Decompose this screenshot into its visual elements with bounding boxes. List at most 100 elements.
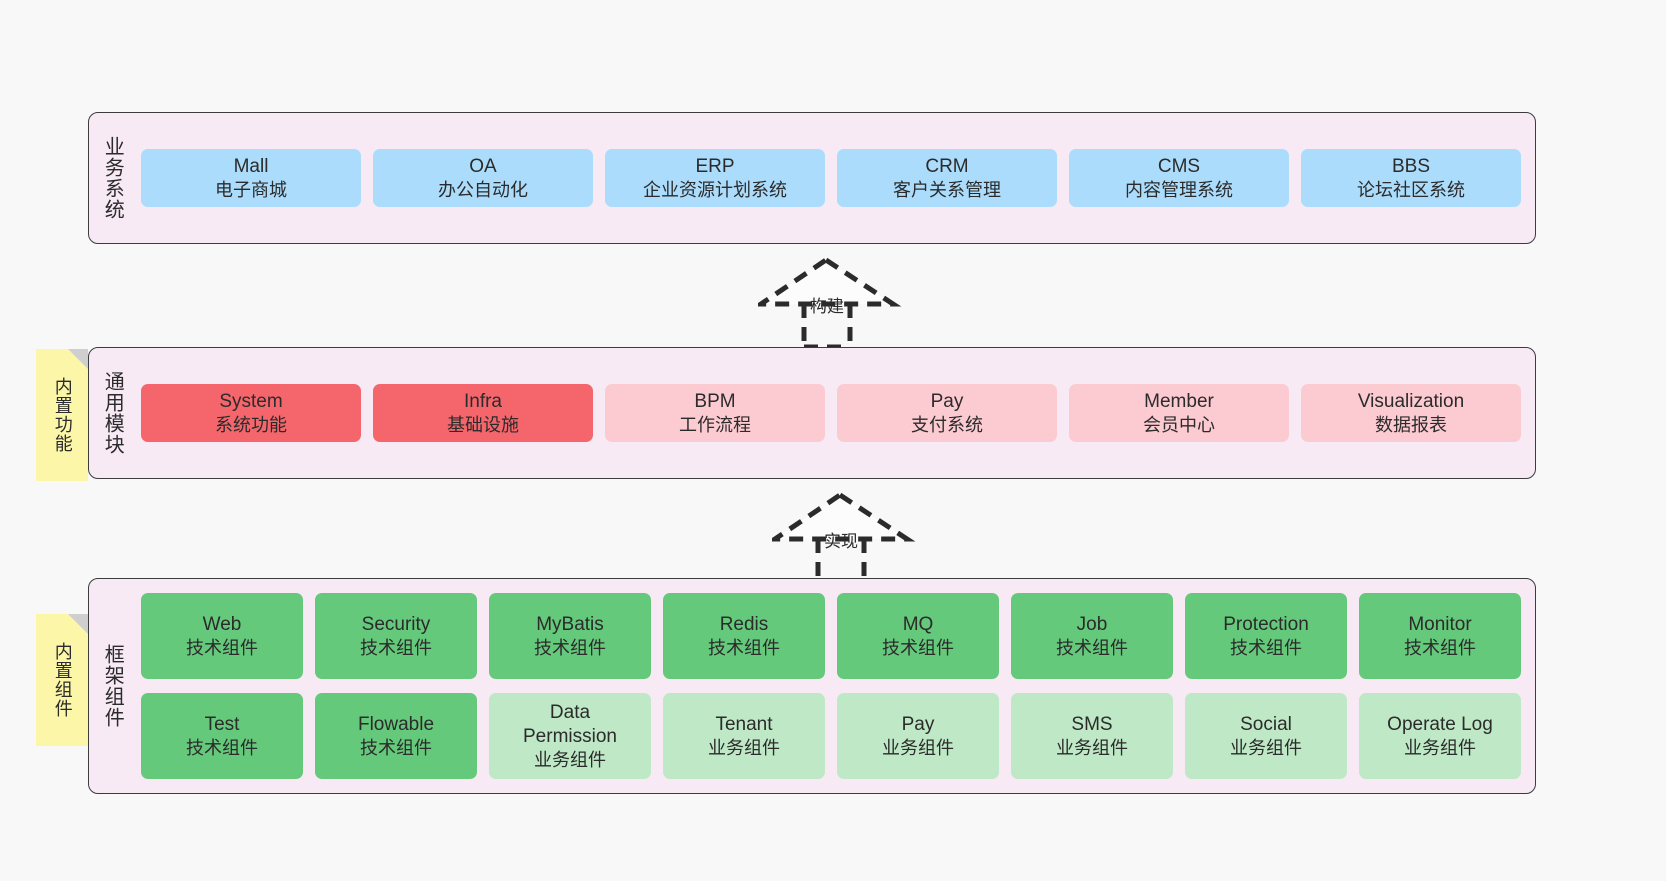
node-title: Infra <box>463 390 503 412</box>
node-title: MQ <box>902 613 934 635</box>
node-title: Mall <box>233 155 269 177</box>
node-subtitle: 电子商城 <box>215 179 287 200</box>
node-infra[interactable]: Infra 基础设施 <box>373 383 593 443</box>
layer-framework-component: 框架组件 Web 技术组件 Security 技术组件 MyBatis 技术组件… <box>88 578 1536 794</box>
node-bbs[interactable]: BBS 论坛社区系统 <box>1301 148 1521 208</box>
node-subtitle: 技术组件 <box>360 737 432 758</box>
node-oa[interactable]: OA 办公自动化 <box>373 148 593 208</box>
sticky-note-label: 内置功能 <box>52 377 73 453</box>
node-title: Visualization <box>1357 390 1465 412</box>
node-title: Member <box>1144 390 1214 412</box>
node-subtitle: 技术组件 <box>1404 637 1476 658</box>
node-title: OA <box>469 155 497 177</box>
node-title: Redis <box>719 613 769 635</box>
node-subtitle: 技术组件 <box>186 737 258 758</box>
node-pay-module[interactable]: Pay 支付系统 <box>837 383 1057 443</box>
node-title: Social <box>1240 713 1292 735</box>
node-mall[interactable]: Mall 电子商城 <box>141 148 361 208</box>
node-title: Test <box>204 713 240 735</box>
sticky-note-builtin-function: 内置功能 <box>36 349 88 481</box>
node-crm[interactable]: CRM 客户关系管理 <box>837 148 1057 208</box>
folded-corner-icon <box>68 614 88 634</box>
node-subtitle: 基础设施 <box>447 414 519 435</box>
connector-build-label: 构建 <box>810 297 844 316</box>
node-title: MyBatis <box>536 613 604 635</box>
node-title: Job <box>1076 613 1108 635</box>
node-social[interactable]: Social 业务组件 <box>1185 693 1347 779</box>
node-operate-log[interactable]: Operate Log 业务组件 <box>1359 693 1521 779</box>
node-subtitle: 业务组件 <box>1230 737 1302 758</box>
node-title: Pay <box>901 713 935 735</box>
node-tenant[interactable]: Tenant 业务组件 <box>663 693 825 779</box>
node-subtitle: 客户关系管理 <box>893 179 1001 200</box>
layer-business-system-title: 业务系统 <box>101 136 124 220</box>
node-mybatis[interactable]: MyBatis 技术组件 <box>489 593 651 679</box>
node-title: Security <box>361 613 431 635</box>
node-subtitle: 支付系统 <box>911 414 983 435</box>
node-subtitle: 业务组件 <box>708 737 780 758</box>
node-protection[interactable]: Protection 技术组件 <box>1185 593 1347 679</box>
layer-business-system: 业务系统 Mall 电子商城 OA 办公自动化 ERP 企业资源计划系统 CRM <box>88 112 1536 244</box>
node-subtitle: 企业资源计划系统 <box>643 179 787 200</box>
node-subtitle: 办公自动化 <box>438 179 528 200</box>
connector-implement: 实现 <box>772 487 942 585</box>
node-subtitle: 内容管理系统 <box>1125 179 1233 200</box>
node-title: CRM <box>925 155 969 177</box>
node-flowable[interactable]: Flowable 技术组件 <box>315 693 477 779</box>
node-sms[interactable]: SMS 业务组件 <box>1011 693 1173 779</box>
node-mq[interactable]: MQ 技术组件 <box>837 593 999 679</box>
node-job[interactable]: Job 技术组件 <box>1011 593 1173 679</box>
generalization-arrow-icon <box>772 491 916 585</box>
node-cms[interactable]: CMS 内容管理系统 <box>1069 148 1289 208</box>
node-pay-component[interactable]: Pay 业务组件 <box>837 693 999 779</box>
node-row: Test 技术组件 Flowable 技术组件 Data Permission … <box>141 693 1521 779</box>
node-bpm[interactable]: BPM 工作流程 <box>605 383 825 443</box>
node-title: System <box>219 390 283 412</box>
layer-common-module-title: 通用模块 <box>101 371 124 455</box>
node-subtitle: 技术组件 <box>534 637 606 658</box>
node-title: Tenant <box>715 713 773 735</box>
node-system[interactable]: System 系统功能 <box>141 383 361 443</box>
node-subtitle: 技术组件 <box>360 637 432 658</box>
node-title: ERP <box>695 155 735 177</box>
node-row: Mall 电子商城 OA 办公自动化 ERP 企业资源计划系统 CRM 客户关系… <box>141 148 1521 208</box>
node-security[interactable]: Security 技术组件 <box>315 593 477 679</box>
node-subtitle: 技术组件 <box>708 637 780 658</box>
node-subtitle: 业务组件 <box>534 749 606 770</box>
node-title: Operate Log <box>1387 713 1493 735</box>
node-title: Web <box>202 613 242 635</box>
node-visualization[interactable]: Visualization 数据报表 <box>1301 383 1521 443</box>
layer-common-module: 通用模块 System 系统功能 Infra 基础设施 BPM 工作流程 Pay <box>88 347 1536 479</box>
node-data-permission[interactable]: Data Permission 业务组件 <box>489 693 651 779</box>
generalization-arrow-icon <box>758 256 902 350</box>
connector-build: 构建 <box>758 252 928 350</box>
node-title: Flowable <box>357 713 435 735</box>
layer-framework-component-body: Web 技术组件 Security 技术组件 MyBatis 技术组件 Redi… <box>135 579 1535 793</box>
layer-framework-component-title: 框架组件 <box>101 644 124 728</box>
folded-corner-icon <box>68 349 88 369</box>
node-subtitle: 系统功能 <box>215 414 287 435</box>
node-row: Web 技术组件 Security 技术组件 MyBatis 技术组件 Redi… <box>141 593 1521 679</box>
node-title: Pay <box>930 390 964 412</box>
node-member[interactable]: Member 会员中心 <box>1069 383 1289 443</box>
node-erp[interactable]: ERP 企业资源计划系统 <box>605 148 825 208</box>
node-subtitle: 业务组件 <box>1056 737 1128 758</box>
node-web[interactable]: Web 技术组件 <box>141 593 303 679</box>
node-row: System 系统功能 Infra 基础设施 BPM 工作流程 Pay 支付系统… <box>141 383 1521 443</box>
node-title: BPM <box>694 390 736 412</box>
node-title: SMS <box>1071 713 1113 735</box>
node-subtitle: 技术组件 <box>1056 637 1128 658</box>
node-subtitle: 工作流程 <box>679 414 751 435</box>
node-subtitle: 技术组件 <box>882 637 954 658</box>
node-redis[interactable]: Redis 技术组件 <box>663 593 825 679</box>
sticky-note-builtin-component: 内置组件 <box>36 614 88 746</box>
node-subtitle: 会员中心 <box>1143 414 1215 435</box>
node-title: Protection <box>1223 613 1309 635</box>
layer-business-system-body: Mall 电子商城 OA 办公自动化 ERP 企业资源计划系统 CRM 客户关系… <box>135 113 1535 243</box>
node-monitor[interactable]: Monitor 技术组件 <box>1359 593 1521 679</box>
layer-common-module-body: System 系统功能 Infra 基础设施 BPM 工作流程 Pay 支付系统… <box>135 348 1535 478</box>
node-subtitle: 论坛社区系统 <box>1357 179 1465 200</box>
node-test[interactable]: Test 技术组件 <box>141 693 303 779</box>
node-title: CMS <box>1157 155 1201 177</box>
